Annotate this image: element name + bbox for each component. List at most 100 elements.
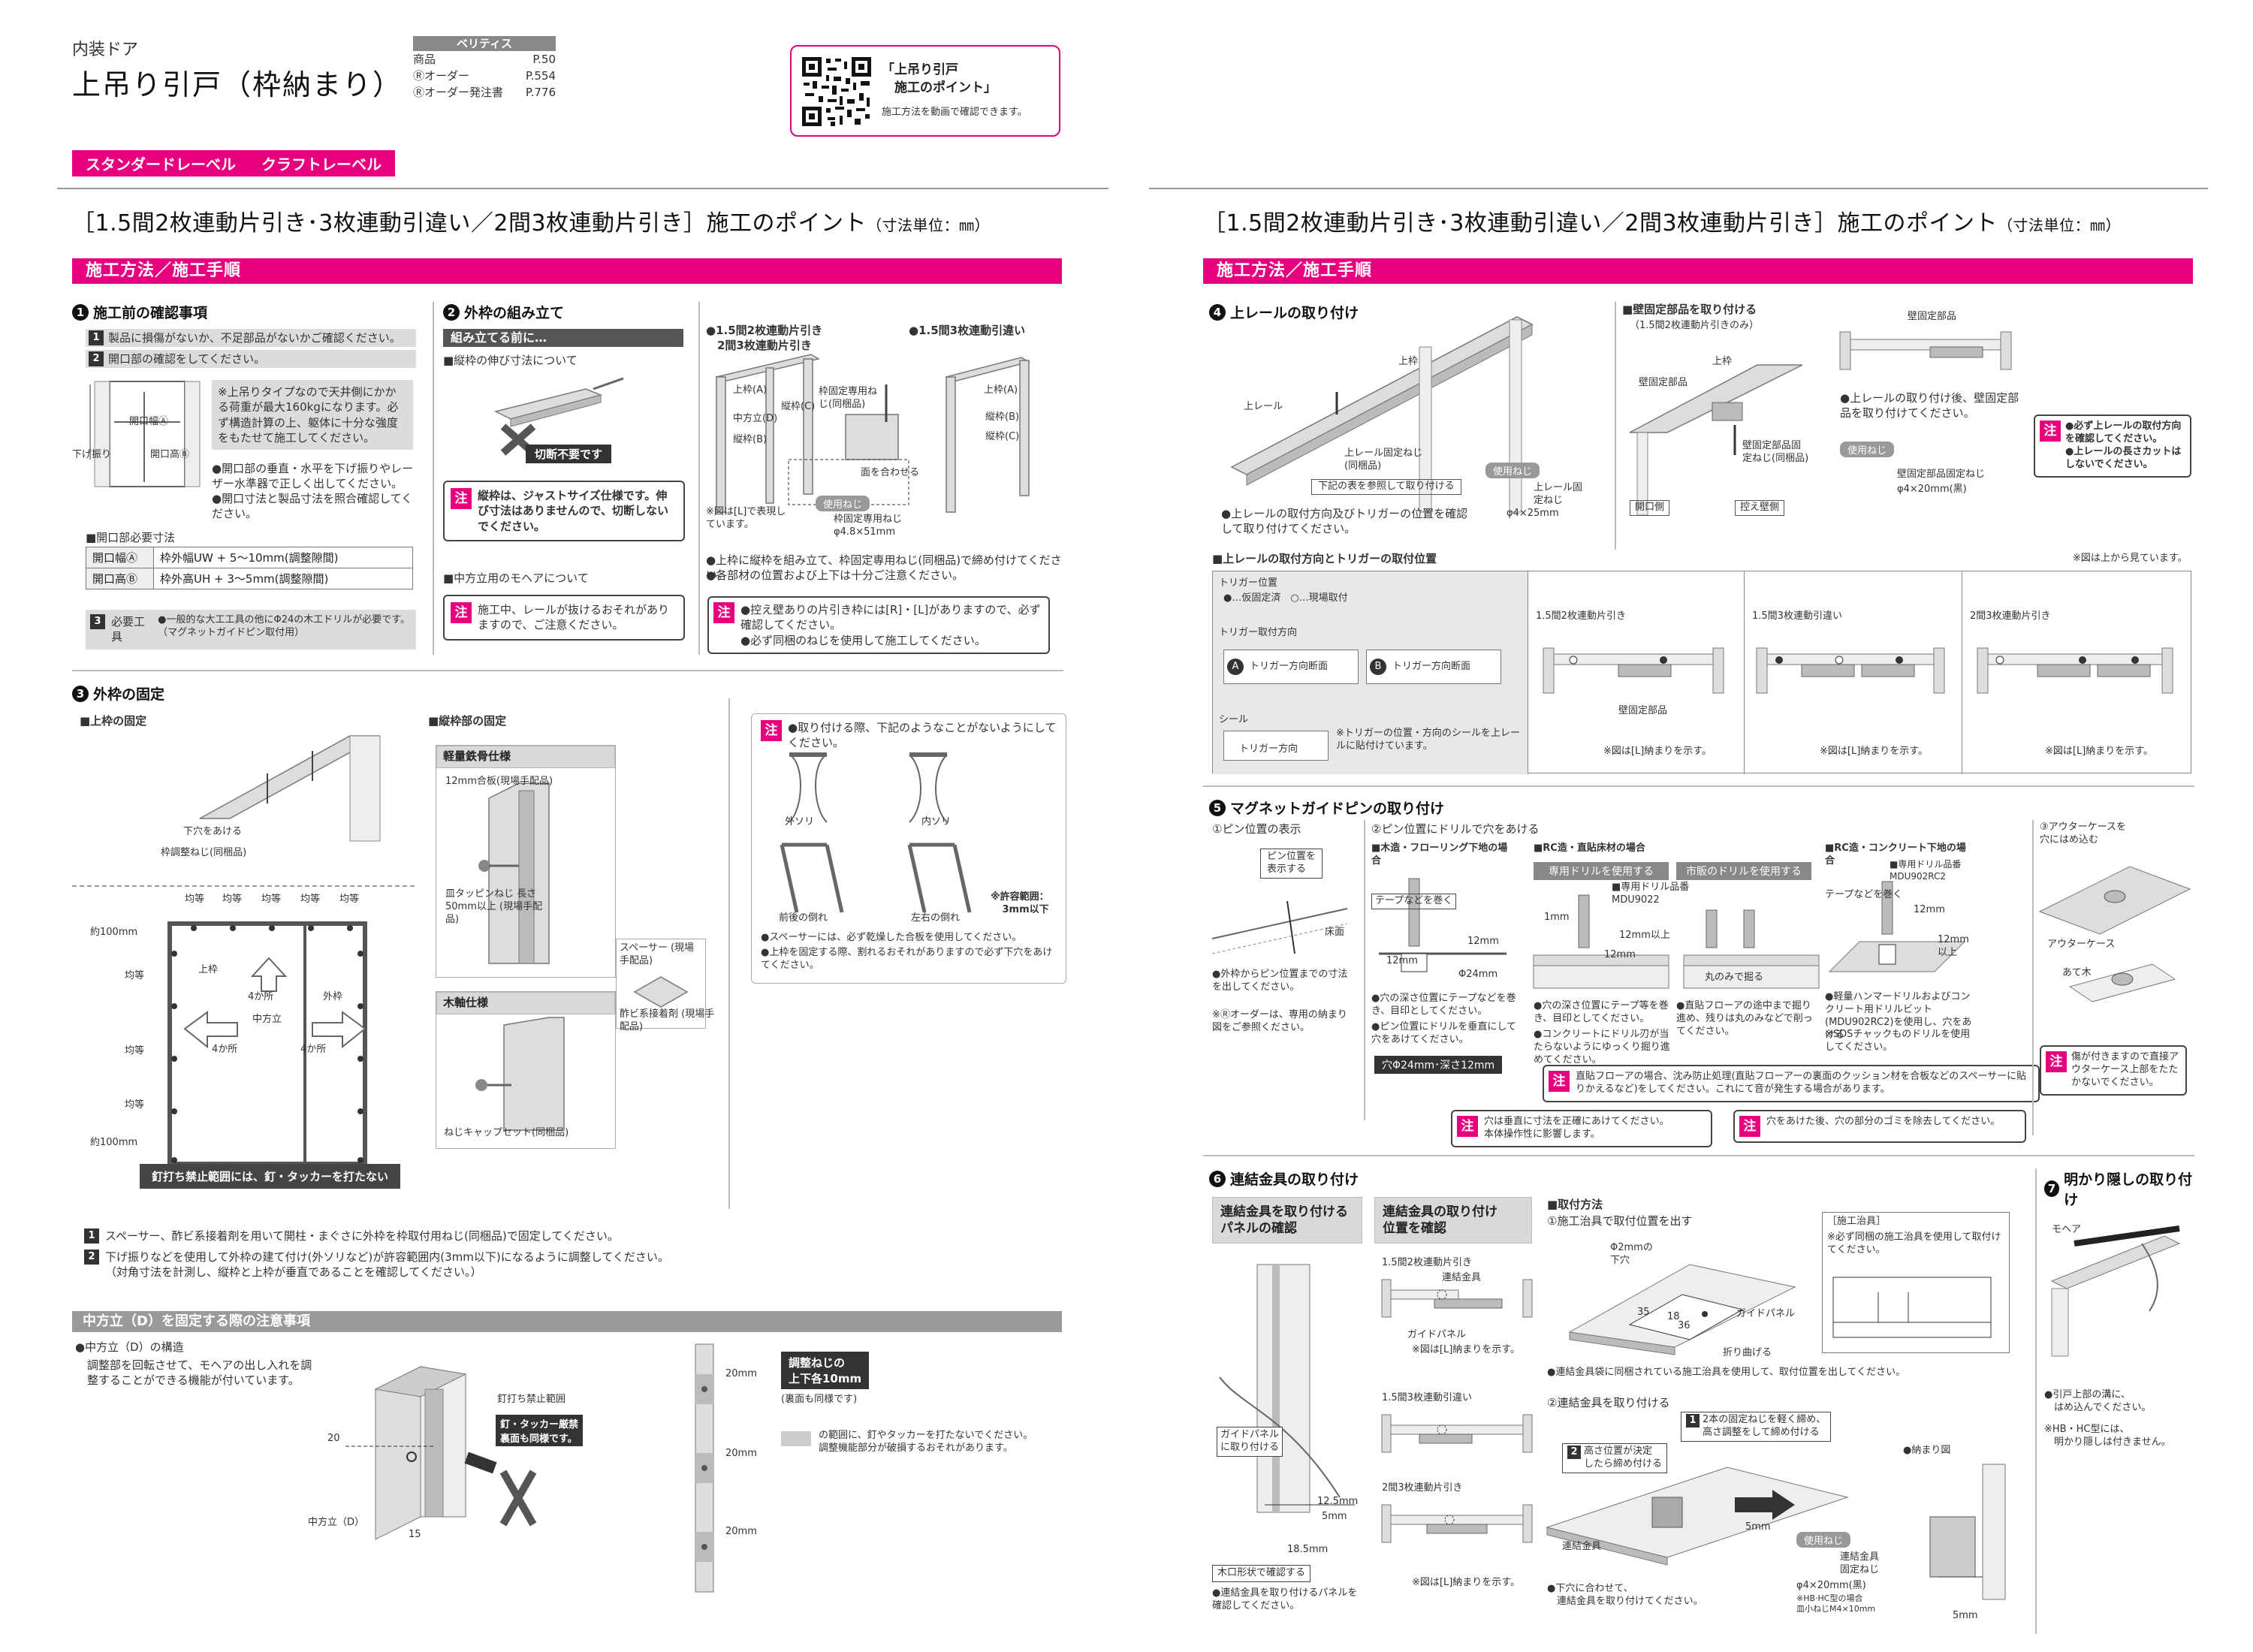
fig-note-l: ※図は[L]で表現しています。 xyxy=(706,506,786,530)
rail-table-head: ■上レールの取付方向とトリガーの取付位置 xyxy=(1212,552,1437,565)
ref-page[interactable]: P.554 xyxy=(525,69,556,83)
seal-sample: トリガー方向 xyxy=(1223,731,1329,761)
bracket-screw-label: 使用ねじ xyxy=(1796,1532,1851,1548)
midpost-bar: 中方立（D）を固定する際の注意事項 xyxy=(72,1311,1062,1332)
dim-20mm: 20mm xyxy=(725,1368,757,1379)
qr-code-icon[interactable] xyxy=(801,56,873,128)
position-plan-1 xyxy=(1381,1279,1533,1318)
step5-col3: ③アウターケースを 穴にはめ込む アウターケース あて木 注傷が付きますので直接… xyxy=(2038,821,2191,1122)
ref-page[interactable]: P.776 xyxy=(525,86,556,99)
step2-bullet2: ●各部材の位置および上下は十分ご注意ください。 xyxy=(706,568,964,582)
warp-bullet2: ●上枠を固定する際、割れるおそれがありますので必ず下穴をあけてください。 xyxy=(761,947,1053,971)
wall-screw-size: φ4×20mm(黒) xyxy=(1897,484,1967,495)
warp-out-label: 外ソリ xyxy=(785,816,815,828)
dia-24: Φ24mm xyxy=(1458,969,1498,980)
screw-label: 使用ねじ xyxy=(816,496,870,511)
light-shield-figure xyxy=(2050,1225,2181,1357)
warp-note-head: 注●取り付ける際、下記のようなことがないようにしてください。 xyxy=(761,720,1066,751)
wood-floor-head: ■木造・フローリング下地の場合 xyxy=(1371,843,1508,867)
label-even: 均等 xyxy=(125,1099,145,1111)
label-top-frame: 上枠 xyxy=(198,964,219,975)
level-badge-standard: スタンダードレーベル xyxy=(72,150,249,176)
chisel-label: 丸のみで掘る xyxy=(1705,972,1764,983)
label-adjust-screw: 枠調整ねじ(同梱品) xyxy=(161,847,247,858)
step3-side: ■縦枠部の固定 軽量鉄骨仕様 12mm合板(現場手配品) 皿タッピンねじ 長さ5… xyxy=(428,713,728,1209)
bracket-figure xyxy=(1546,1467,1849,1566)
tape-label: テープなどを巻く xyxy=(1371,894,1457,909)
wall-bullet: ●上レールの取り付け後、壁固定部品を取り付けてください。 xyxy=(1840,391,2019,421)
divider xyxy=(1615,302,1616,550)
screw-spec: 枠固定専用ねじ φ4.8×51mm xyxy=(834,514,903,538)
lean-fb-label: 前後の倒れ xyxy=(779,912,828,924)
step2-number: 2 xyxy=(443,303,460,321)
qr-title: 「上吊り引戸 施工のポイント」 xyxy=(882,62,997,95)
label-even: 均等 xyxy=(261,894,282,905)
header-rule-left xyxy=(57,188,1108,189)
label-top-frame: 上枠 xyxy=(1398,356,1419,367)
adjust-screw-box: 調整ねじの 上下各10mm xyxy=(781,1352,870,1389)
label-top-rail: 上レール xyxy=(1244,401,1283,412)
rc-floor-figure xyxy=(1533,894,1820,989)
wall-screw-label: 使用ねじ xyxy=(1840,442,1895,457)
wall-label-part: 壁固定部品 xyxy=(1639,377,1688,388)
label-side-frame-c: 縦枠(C) xyxy=(781,401,816,412)
wall-side-label: 控え壁側 xyxy=(1735,500,1785,516)
label-midpost-d: 中方立(D) xyxy=(733,413,778,424)
guide-panel-label: ガイドパネル に取り付ける xyxy=(1217,1427,1283,1457)
divider xyxy=(1203,1155,2194,1156)
step4-bullet: ●上レールの取付方向及びトリガーの位置を確認して取り付けてください。 xyxy=(1221,507,1468,536)
dim-20mm: 20mm xyxy=(725,1526,757,1537)
rc-special-drill: 専用ドリルを使用する xyxy=(1534,862,1669,880)
dim-15: 15 xyxy=(409,1529,421,1540)
divider xyxy=(1203,785,2194,787)
warp-bullet1: ●スペーサーには、必ず乾燥した合板を使用してください。 xyxy=(761,932,1022,943)
no-cut-label: 切断不要です xyxy=(526,445,612,463)
wall-plan-label: 壁固定部品 xyxy=(1908,311,1957,322)
frame-assembly-figure xyxy=(715,354,1030,513)
nailing-frame-figure xyxy=(72,885,418,1166)
qr-video-box[interactable]: 「上吊り引戸 施工のポイント」 施工方法を動画で確認できます。 xyxy=(790,45,1060,137)
rail-table-note: ※図は上から見ています。 xyxy=(2073,553,2188,564)
rail-col-2: 1.5間3枚連動引違い ※図は[L]納まりを示す。 xyxy=(1745,571,1962,774)
ref-label: 商品 xyxy=(413,53,436,66)
label-100mm: 約100mm xyxy=(90,927,138,938)
label-top-frame-a: 上枠(A) xyxy=(733,384,768,396)
section-title-left: ［1.5間2枚連動片引き･3枚連動引違い／2間3枚連動片引き］施工のポイント（寸… xyxy=(72,210,991,237)
wall-note: 注●必ず上レールの取付方向を確認してください。 ●上レールの長さカットはしないで… xyxy=(2034,415,2191,478)
fig-label-width: 開口幅Ⓐ xyxy=(129,416,169,427)
label-pilot-hole: 下穴をあける xyxy=(183,826,243,837)
rail-plan-1 xyxy=(1543,647,1724,694)
spacer-figure xyxy=(633,976,689,1008)
step2-figures: ●1.5間2枚連動片引き 2間3枚連動片引き ●1.5間3枚連動引違い 上枠(A… xyxy=(706,302,1066,655)
hole-clean-note: 注穴をあけた後、穴の部分のゴミを除去してください。 xyxy=(1733,1110,2026,1143)
concrete-figure xyxy=(1828,881,1966,972)
screw-cap-label: ねじキャップセット(同梱品) xyxy=(444,1127,569,1138)
plywood-label: 12mm合板(現場手配品) xyxy=(445,776,553,787)
midpost-label: 中方立（D） xyxy=(308,1517,365,1528)
ref-page[interactable]: P.50 xyxy=(532,53,556,66)
rail-screw-name: 上レール固定ねじ xyxy=(1534,482,1583,506)
midpost-strip-figure xyxy=(695,1343,714,1593)
rail-plan-3 xyxy=(1977,647,2173,694)
depth-12: 12mm xyxy=(1467,936,1499,947)
midpost-figure xyxy=(345,1366,537,1540)
label-top-frame-a2: 上枠(A) xyxy=(984,384,1018,396)
rail-col-3: 2間3枚連動片引き ※図は[L]納まりを示す。 xyxy=(1962,571,2192,774)
wall-label-top: 上枠 xyxy=(1712,356,1733,367)
label-side-frame-b2: 縦枠(B) xyxy=(985,411,1020,423)
rail-plan-2 xyxy=(1756,647,1945,694)
step2-note2: 注施工中、レールが抜けるおそれがありますので、ご注意ください。 xyxy=(443,595,685,641)
